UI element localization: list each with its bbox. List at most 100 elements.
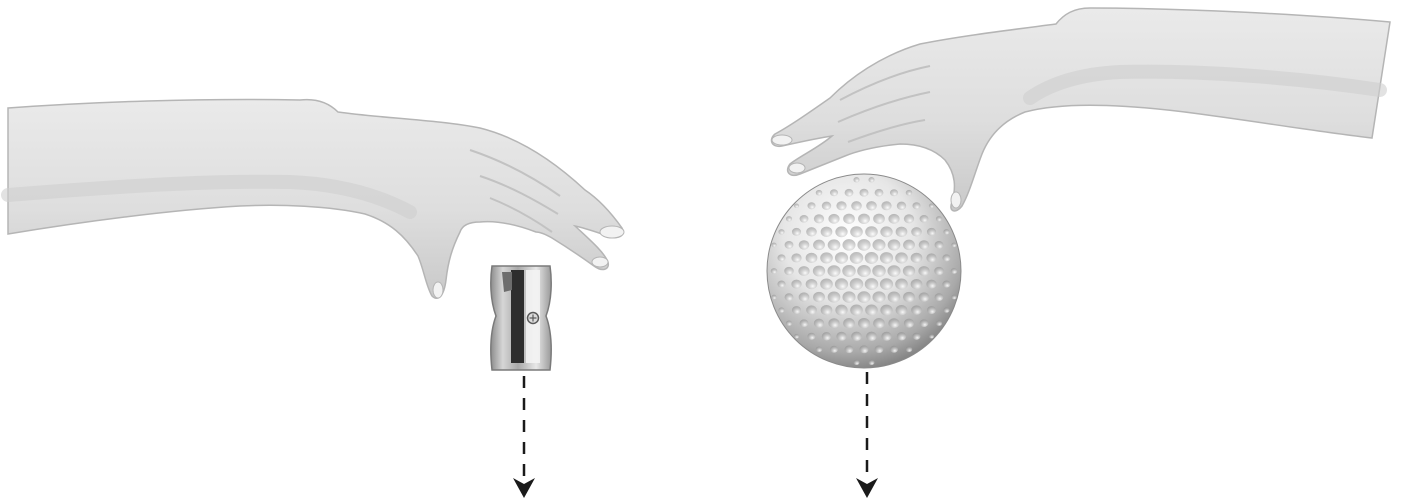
golf-ball-dimple [868,177,874,182]
golf-ball-dimple [935,293,944,301]
golf-ball-dimple [771,243,776,248]
golf-ball-dimple [859,345,868,353]
golf-ball-dimple [771,268,778,274]
golf-ball-dimple [911,279,923,289]
golf-ball-icon [767,174,961,368]
golf-ball-dimple [827,265,840,277]
golf-ball-dimple [920,319,929,327]
golf-ball-dimple [821,227,833,237]
golf-ball-dimple [912,333,920,340]
golf-ball-dimple [858,318,870,328]
golf-ball-dimple [813,292,825,302]
golf-ball-dimple [903,266,915,277]
golf-ball-dimple [799,240,810,249]
golf-ball-dimple [785,241,794,249]
golf-ball-dimple [872,265,885,277]
golf-ball-dimple [888,239,901,250]
golf-ball-dimple [926,253,936,262]
golf-ball-dimple [887,265,900,277]
golf-ball-dimple [880,278,893,290]
golf-ball-dimple [800,319,809,327]
golf-ball-dimple [807,202,815,209]
golf-ball-dimple [865,252,878,264]
golf-ball-dimple [835,305,847,316]
golf-ball-dimple [842,291,855,303]
golf-ball-dimple [777,281,785,288]
golf-ball-dimple [792,228,801,236]
golf-ball-dimple [880,252,893,264]
golf-ball-dimple [821,305,833,315]
golf-ball-dimple [822,202,831,210]
golf-ball-dimple [853,177,859,182]
golf-ball-dimple [904,214,914,223]
golf-ball-dimple [822,332,831,340]
golf-ball-dimple [820,279,833,290]
golf-ball-dimple [843,318,855,328]
golf-ball-dimple [816,190,822,196]
golf-ball-dimple [828,292,841,303]
golf-ball-dimple [791,280,801,289]
golf-ball-dimple [865,305,878,316]
golf-ball-dimple [806,305,817,314]
golf-ball-dimple [943,229,949,234]
golf-ball-dimple [868,360,874,365]
golf-ball-dimple [785,293,794,301]
golf-ball-dimple [890,189,898,196]
golf-ball-dimple [816,346,822,352]
golf-ball-dimple [942,254,950,261]
golf-ball-dimple [800,215,809,223]
golf-ball-dimple [942,281,950,288]
golf-ball-dimple [927,306,936,314]
golf-ball-dimple [798,266,809,276]
golf-ball-dimple [778,229,784,234]
left-fall-arrow-icon [513,376,535,498]
golf-ball-dimple [835,226,847,237]
golf-ball-dimple [873,318,885,328]
sharpener-icon [491,266,551,370]
golf-ball-dimple [814,214,824,223]
golf-ball-dimple [835,252,848,264]
golf-ball-dimple [934,267,944,275]
golf-ball-dimple [895,279,908,290]
golf-ball-dimple [880,226,892,237]
golf-ball-dimple [951,268,958,274]
golf-ball-dimple [813,266,825,277]
golf-ball-dimple [866,201,877,210]
golf-ball-dimple [875,345,884,353]
golf-ball-dimple [830,189,838,196]
golf-ball-dimple [794,204,799,209]
golf-ball-dimple [828,318,839,328]
golf-ball-dimple [830,346,838,353]
golf-ball-dimple [806,253,818,263]
golf-ball-dimple [897,202,906,210]
golf-ball-dimple [836,332,846,341]
golf-ball-dimple [850,305,863,316]
golf-ball-dimple [836,201,846,210]
golf-ball-dimple [845,345,854,353]
golf-ball-dimple [806,227,817,236]
golf-ball-dimple [888,292,901,303]
golf-ball-dimple [873,214,885,224]
golf-ball-dimple [906,190,912,196]
golf-ball-dimple [850,226,863,237]
golf-ball-dimple [857,291,870,303]
golf-ball-dimple [859,189,868,197]
golf-ball-dimple [865,278,878,290]
golf-ball-dimple [845,189,854,197]
golf-ball-dimple [881,332,891,341]
golf-ball-dimple [951,295,956,300]
golf-ball-dimple [857,239,870,251]
right-fall-arrow-icon [856,372,878,498]
golf-ball-dimple [920,215,929,223]
golf-ball-dimple [881,201,891,210]
golf-ball-dimple [904,319,914,328]
golf-ball-dimple [866,332,877,341]
golf-ball-dimple [843,214,855,224]
golf-ball-dimple [820,252,833,263]
golf-ball-dimple [927,228,936,236]
golf-ball-dimple [857,265,871,277]
golf-ball-dimple [918,266,929,276]
golf-ball-dimple [919,240,930,249]
golf-ball-dimple [851,201,862,210]
